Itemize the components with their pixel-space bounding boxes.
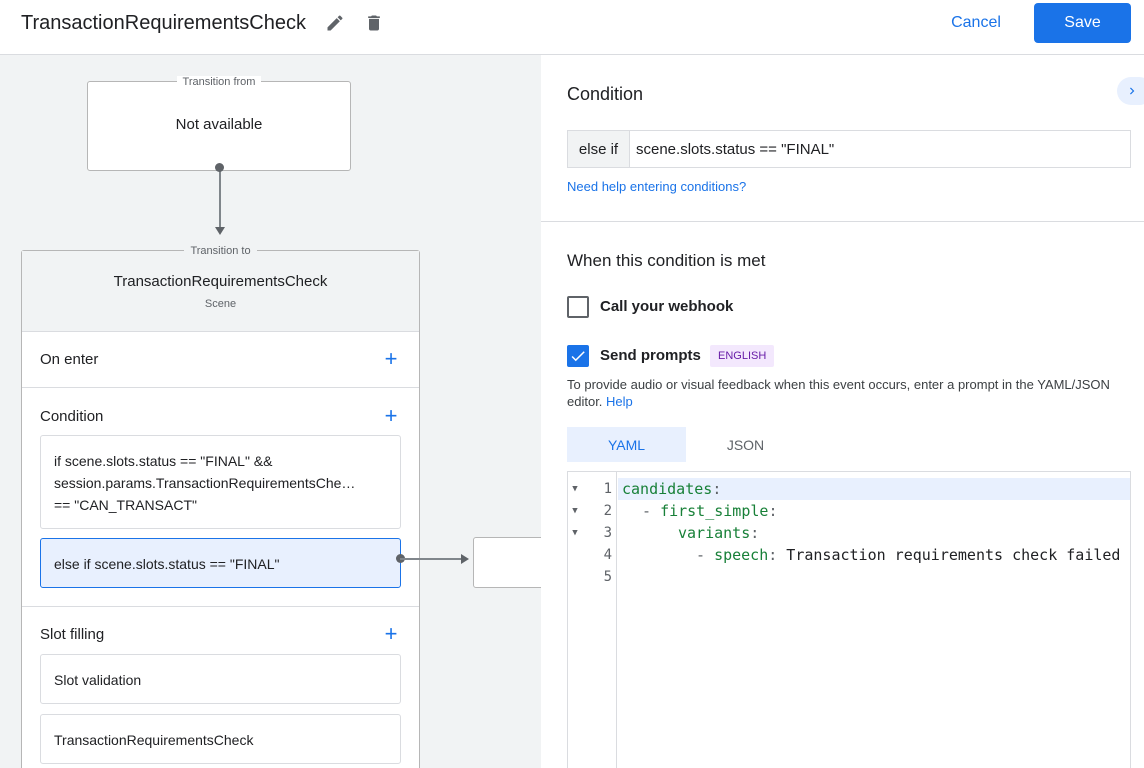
on-enter-label[interactable]: On enter bbox=[40, 351, 99, 368]
transition-from-box: Transition from Not available bbox=[87, 76, 351, 171]
slot-item-label: Slot validation bbox=[54, 672, 142, 688]
fold-arrow-icon[interactable]: ▼ bbox=[572, 528, 578, 538]
top-app-bar: TransactionRequirementsCheck Cancel Save bbox=[0, 0, 1144, 55]
arrow-right-icon bbox=[461, 554, 469, 564]
connector-dot bbox=[215, 163, 224, 172]
scene-type: Scene bbox=[204, 298, 237, 310]
condition-input[interactable] bbox=[630, 131, 1130, 167]
slot-filling-label[interactable]: Slot filling bbox=[40, 626, 105, 643]
pencil-icon[interactable] bbox=[323, 11, 347, 35]
checkmark-icon bbox=[571, 351, 585, 362]
slot-item[interactable]: TransactionRequirementsCheck bbox=[40, 714, 401, 764]
vertical-connector bbox=[219, 168, 221, 230]
divider bbox=[22, 606, 419, 607]
horizontal-connector bbox=[400, 558, 466, 560]
line-number: 2 bbox=[603, 503, 612, 519]
cancel-button[interactable]: Cancel bbox=[951, 14, 1001, 31]
add-on-enter-plus-icon[interactable]: + bbox=[384, 346, 398, 371]
condition-label[interactable]: Condition bbox=[40, 408, 104, 425]
tab-yaml[interactable]: YAML bbox=[567, 427, 686, 462]
scene-name: TransactionRequirementsCheck bbox=[113, 273, 328, 290]
send-prompts-checkbox[interactable] bbox=[567, 345, 589, 367]
slot-item-label: TransactionRequirementsCheck bbox=[54, 732, 254, 748]
editor-gutter: ▼ ▼ ▼ 1 2 3 4 5 bbox=[568, 472, 617, 768]
chevron-right-icon bbox=[1130, 87, 1135, 95]
code-line: - first_simple: bbox=[642, 502, 778, 520]
when-met-heading: When this condition is met bbox=[567, 251, 766, 270]
scene-header[interactable]: Transition to TransactionRequirementsChe… bbox=[22, 245, 419, 332]
current-line-highlight bbox=[618, 478, 1130, 500]
add-condition-plus-icon[interactable]: + bbox=[384, 403, 398, 428]
condition-editor-panel: Condition else if Need help entering con… bbox=[541, 55, 1144, 768]
transition-from-value: Not available bbox=[175, 116, 263, 133]
line-number: 1 bbox=[603, 481, 612, 497]
webhook-label[interactable]: Call your webhook bbox=[600, 298, 734, 315]
language-badge: ENGLISH bbox=[710, 345, 775, 367]
collapse-panel-button[interactable] bbox=[1117, 77, 1144, 105]
fold-arrow-icon[interactable]: ▼ bbox=[572, 506, 578, 516]
add-slot-plus-icon[interactable]: + bbox=[384, 621, 398, 646]
condition-heading: Condition bbox=[567, 84, 644, 104]
page-title: TransactionRequirementsCheck bbox=[21, 12, 306, 34]
flow-canvas[interactable]: Transition from Not available Transition… bbox=[0, 55, 541, 768]
condition-prefix: else if bbox=[568, 131, 630, 167]
condition-item-else-if[interactable]: else if scene.slots.status == "FINAL" bbox=[40, 538, 401, 588]
code-line: - speech: Transaction requirements check… bbox=[696, 546, 1121, 564]
condition-help-link[interactable]: Need help entering conditions? bbox=[567, 179, 747, 194]
transition-from-caption: Transition from bbox=[176, 76, 262, 88]
scene-card: Transition to TransactionRequirementsChe… bbox=[21, 245, 420, 768]
slot-item[interactable]: Slot validation bbox=[40, 654, 401, 704]
save-button[interactable]: Save bbox=[1034, 3, 1131, 43]
trash-icon[interactable] bbox=[362, 11, 386, 35]
help-link[interactable]: Help bbox=[606, 394, 633, 409]
condition-item-if[interactable]: if scene.slots.status == "FINAL" && sess… bbox=[40, 435, 401, 529]
prompt-helper-text: To provide audio or visual feedback when… bbox=[567, 376, 1127, 410]
helper-text: To provide audio or visual feedback when… bbox=[567, 377, 1110, 409]
transition-to-caption: Transition to bbox=[184, 245, 257, 257]
tab-json[interactable]: JSON bbox=[726, 436, 765, 453]
arrow-down-icon bbox=[215, 227, 225, 235]
line-number: 4 bbox=[603, 547, 612, 563]
condition-field: else if bbox=[567, 130, 1131, 168]
condition-line: if scene.slots.status == "FINAL" && bbox=[54, 453, 273, 469]
line-number: 3 bbox=[603, 525, 612, 541]
code-line: variants: bbox=[678, 524, 760, 542]
condition-line: session.params.TransactionRequirementsCh… bbox=[54, 475, 356, 491]
send-prompts-label[interactable]: Send prompts bbox=[600, 347, 701, 364]
condition-line: else if scene.slots.status == "FINAL" bbox=[54, 556, 280, 572]
divider bbox=[22, 387, 419, 388]
webhook-checkbox[interactable] bbox=[567, 296, 589, 318]
target-scene-box[interactable] bbox=[473, 537, 541, 588]
line-number: 5 bbox=[603, 569, 612, 585]
code-line: candidates: bbox=[622, 480, 722, 498]
condition-line: == "CAN_TRANSACT" bbox=[54, 497, 197, 513]
yaml-editor[interactable]: ▼ ▼ ▼ 1 2 3 4 5 candidates: - first_simp… bbox=[567, 471, 1131, 768]
fold-arrow-icon[interactable]: ▼ bbox=[572, 484, 578, 494]
divider bbox=[541, 221, 1144, 222]
